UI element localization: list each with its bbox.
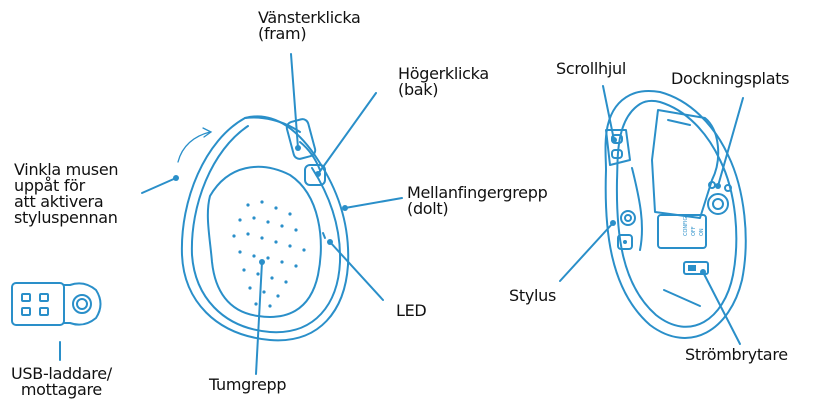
leader-mellan bbox=[345, 198, 402, 208]
grip-dot bbox=[270, 276, 273, 279]
label-led: LED bbox=[396, 303, 426, 319]
grip-dot bbox=[266, 256, 269, 259]
switch-text-on: ON bbox=[699, 228, 705, 236]
leader-led bbox=[330, 242, 383, 300]
grip-dot bbox=[260, 200, 263, 203]
grip-dot bbox=[238, 218, 241, 221]
grip-dot bbox=[242, 268, 245, 271]
label-tumgrepp: Tumgrepp bbox=[209, 377, 286, 393]
grip-dot bbox=[246, 203, 249, 206]
grip-dot bbox=[268, 304, 271, 307]
label-scrollhjul: Scrollhjul bbox=[556, 61, 626, 77]
grip-dot bbox=[274, 206, 277, 209]
label-strombrytare: Strömbrytare bbox=[685, 347, 788, 363]
grip-dot bbox=[276, 294, 279, 297]
label-vinkla: Vinkla musen uppåt för att aktivera styl… bbox=[14, 162, 118, 226]
leader-stylus bbox=[560, 223, 613, 281]
leader-hoger bbox=[318, 93, 376, 174]
label-vansterklicka: Vänsterklicka (fram) bbox=[258, 10, 361, 42]
label-stylus: Stylus bbox=[509, 288, 556, 304]
mouse-front-view bbox=[182, 116, 348, 340]
thumb-grip-dots bbox=[232, 200, 305, 307]
grip-dot bbox=[252, 216, 255, 219]
grip-dot bbox=[252, 254, 255, 257]
grip-dot bbox=[284, 280, 287, 283]
grip-dot bbox=[254, 302, 257, 305]
grip-dot bbox=[302, 248, 305, 251]
grip-dot bbox=[256, 272, 259, 275]
label-dockningsplats: Dockningsplats bbox=[671, 71, 789, 87]
leader-vanster bbox=[291, 54, 298, 148]
grip-dot bbox=[294, 228, 297, 231]
leader-strom bbox=[703, 272, 740, 344]
mouse-bottom-view bbox=[606, 91, 746, 338]
switch-text-off: OFF bbox=[691, 226, 697, 236]
grip-dot bbox=[280, 224, 283, 227]
grip-dot bbox=[266, 220, 269, 223]
label-mellanfingergrepp: Mellanfingergrepp (dolt) bbox=[407, 185, 547, 217]
grip-dot bbox=[262, 290, 265, 293]
grip-dot bbox=[238, 250, 241, 253]
label-usb: USB-laddare/ mottagare bbox=[11, 366, 112, 398]
grip-dot bbox=[248, 286, 251, 289]
grip-dot bbox=[280, 260, 283, 263]
label-hogerklicka: Högerklicka (bak) bbox=[398, 66, 489, 98]
leader-vinkla bbox=[142, 178, 176, 193]
grip-dot bbox=[232, 234, 235, 237]
grip-dot bbox=[288, 212, 291, 215]
grip-dot bbox=[260, 236, 263, 239]
usb-receiver bbox=[12, 283, 101, 325]
grip-dot bbox=[288, 244, 291, 247]
switch-text-config: CONFIG bbox=[683, 216, 689, 236]
grip-dot bbox=[274, 240, 277, 243]
grip-dot bbox=[246, 232, 249, 235]
leader-tumgrepp bbox=[256, 262, 262, 374]
grip-dot bbox=[294, 264, 297, 267]
